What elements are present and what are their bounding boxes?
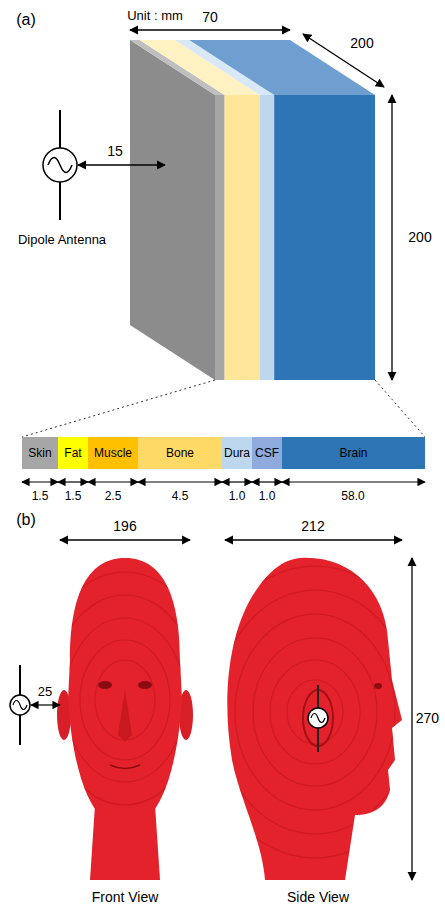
dimension-arrow	[225, 539, 402, 540]
dimension-text: 70	[200, 10, 220, 25]
dimension-arrow	[60, 539, 190, 540]
unit-note: Unit : mm	[125, 9, 185, 23]
distance-arrow	[31, 704, 60, 705]
dimension-arrow	[391, 95, 392, 380]
layer-name: Brain	[339, 446, 367, 460]
slab-side-face	[130, 40, 215, 380]
thickness-text: 1.5	[63, 490, 84, 503]
dimension-text: 270	[414, 711, 441, 726]
sine-symbol	[13, 701, 27, 710]
view-caption: Front View	[90, 890, 161, 905]
thickness-text: 1.5	[30, 490, 51, 503]
layer-name: Muscle	[94, 446, 132, 460]
dimension-text: 25	[36, 685, 54, 699]
tissue-layer-band: Muscle	[88, 437, 138, 469]
thickness-text: 4.5	[170, 490, 191, 503]
zoom-line	[375, 380, 425, 437]
slab-front-skin	[215, 95, 225, 380]
layer-name: Bone	[166, 446, 194, 460]
slab-top-brain	[189, 40, 375, 95]
source-symbol	[308, 708, 328, 728]
sine-symbol	[311, 714, 325, 723]
view-caption: Side View	[285, 890, 351, 905]
dimension-text: 212	[299, 519, 326, 534]
layer-name: CSF	[255, 446, 279, 460]
slab-model	[130, 40, 375, 380]
panel-label: (a)	[14, 11, 38, 29]
distance-arrow	[78, 164, 165, 165]
slab-front-brain	[274, 95, 375, 380]
panel-label: (b)	[14, 511, 38, 529]
head-front-view	[35, 558, 215, 880]
tissue-layer-band: Bone	[138, 437, 222, 469]
slab-front-bone	[225, 95, 260, 380]
antenna-label: Dipole Antenna	[16, 233, 108, 247]
slab-front-csf	[260, 95, 274, 380]
layer-name: Fat	[64, 446, 81, 460]
thickness-text: 1.0	[227, 490, 248, 503]
tissue-layer-band: CSF	[252, 437, 282, 469]
thickness-text: 1.0	[257, 490, 278, 503]
thickness-arrows	[22, 481, 425, 482]
dimension-text: 15	[105, 144, 125, 159]
dimension-arrow	[411, 558, 412, 880]
zoom-line	[22, 380, 215, 437]
tissue-layer-band: Skin	[22, 437, 58, 469]
dimension-text: 200	[348, 36, 375, 51]
head-side-view	[199, 558, 431, 880]
thickness-text: 58.0	[339, 490, 366, 503]
sine-symbol	[48, 158, 72, 173]
layer-name: Dura	[224, 446, 250, 460]
tissue-layer-band: Brain	[282, 437, 425, 469]
source-symbol	[43, 148, 77, 182]
dimension-arrow	[130, 29, 290, 30]
tissue-layer-band: Fat	[58, 437, 88, 469]
dimension-text: 196	[111, 519, 138, 534]
thickness-text: 2.5	[103, 490, 124, 503]
dimension-arrow	[303, 34, 384, 87]
source-symbol	[10, 695, 30, 715]
layer-name: Skin	[28, 446, 51, 460]
dimension-text: 200	[406, 230, 433, 245]
tissue-layer-band: Dura	[222, 437, 252, 469]
